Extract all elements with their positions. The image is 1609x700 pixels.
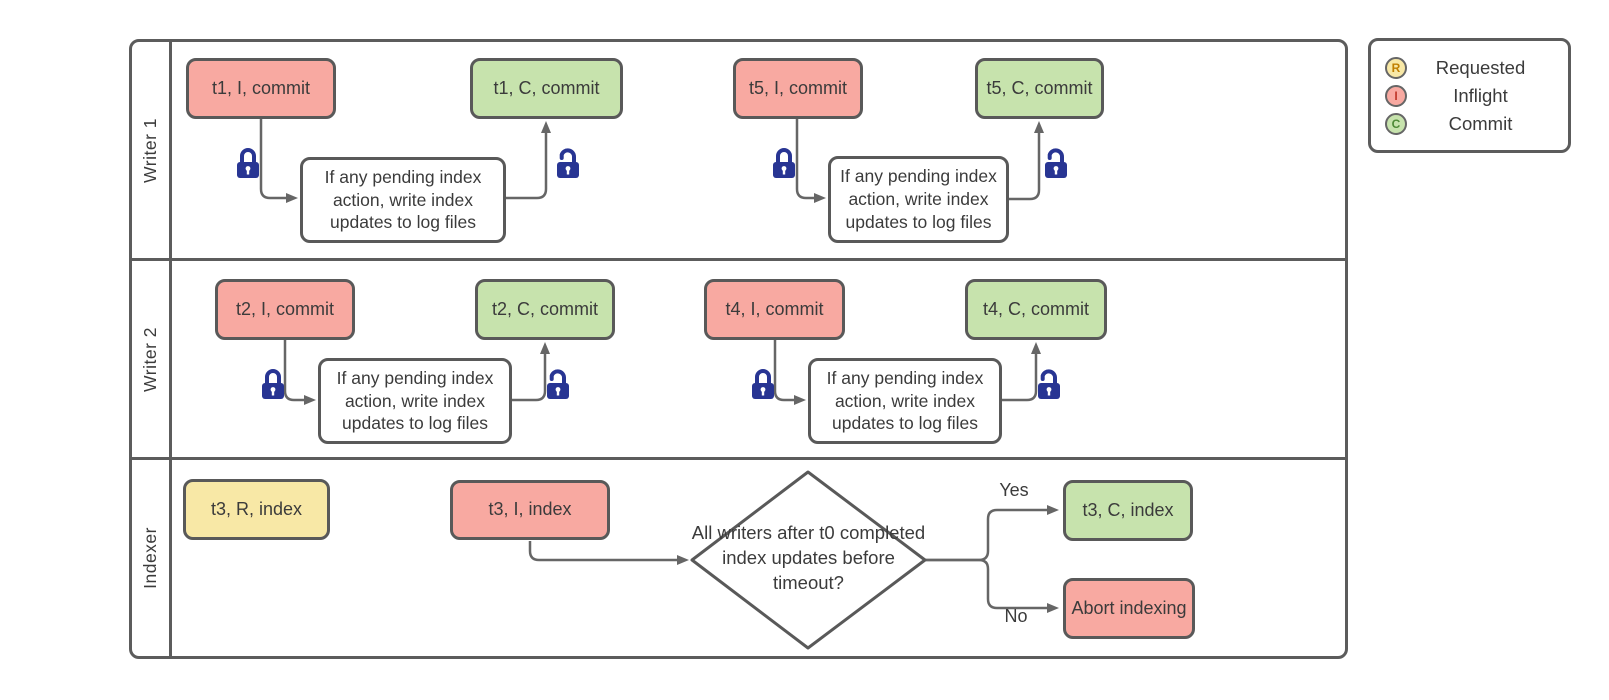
task-t4-inflight: t4, I, commit: [704, 279, 845, 340]
lock-closed-icon: [237, 148, 259, 178]
lane-label-column-divider: [169, 42, 172, 656]
task-t5-commit: t5, C, commit: [975, 58, 1104, 119]
arrow-t2-inflight-to-note: [283, 340, 316, 405]
lock-closed-icon: [752, 369, 774, 399]
legend-commit-label: Commit: [1448, 112, 1513, 134]
decision-diamond: [690, 470, 927, 650]
lane-divider-1: [132, 258, 1345, 261]
lane-writer1-label-cell: Writer 1: [132, 42, 169, 258]
lane-indexer-label: Indexer: [140, 527, 160, 589]
arrow-t3-inflight-to-decision: [528, 541, 689, 565]
task-t2-commit: t2, C, commit: [475, 279, 615, 340]
task-t4-commit: t4, C, commit: [965, 279, 1107, 340]
lock-open-icon: [547, 369, 569, 399]
task-t1-commit: t1, C, commit: [470, 58, 623, 119]
swimlane-pool: Writer 1 Writer 2 Indexer: [129, 39, 1348, 659]
decision-text: All writers after t0 completed index upd…: [691, 522, 926, 593]
note-t2-write-index-updates: If any pending index action, write index…: [318, 358, 512, 444]
lock-open-icon: [1045, 148, 1067, 178]
lock-closed-icon: [262, 369, 284, 399]
note-t4-write-index-updates: If any pending index action, write index…: [808, 358, 1002, 444]
legend-row-inflight: I Inflight: [1385, 84, 1554, 107]
arrow-t1-note-to-commit: [506, 121, 551, 200]
legend-commit-icon: C: [1385, 112, 1407, 135]
legend: R Requested I Inflight C Commit: [1368, 38, 1571, 153]
task-t2-inflight: t2, I, commit: [215, 279, 355, 340]
lane-writer2-label-cell: Writer 2: [132, 261, 169, 457]
note-t1-write-index-updates: If any pending index action, write index…: [300, 157, 506, 243]
lane-writer2-label: Writer 2: [140, 326, 160, 392]
branch-no-label: No: [1004, 606, 1028, 626]
legend-requested-icon: R: [1385, 56, 1407, 79]
lane-indexer-label-cell: Indexer: [132, 460, 169, 656]
arrow-decision-no: [925, 558, 1059, 613]
arrow-t5-inflight-to-note: [795, 119, 826, 203]
lock-closed-icon: [773, 148, 795, 178]
legend-requested-label: Requested: [1435, 56, 1526, 78]
task-abort-indexing: Abort indexing: [1063, 578, 1195, 639]
branch-yes-label: Yes: [999, 480, 1029, 500]
lane-divider-2: [132, 457, 1345, 460]
arrow-t2-note-to-commit: [512, 342, 550, 402]
lane-writer1-label: Writer 1: [140, 117, 160, 183]
lock-open-icon: [557, 148, 579, 178]
legend-row-requested: R Requested: [1385, 56, 1554, 79]
legend-row-commit: C Commit: [1385, 112, 1554, 135]
lock-open-icon: [1038, 369, 1060, 399]
arrow-t4-inflight-to-note: [773, 340, 806, 405]
task-t3-commit: t3, C, index: [1063, 480, 1193, 541]
arrow-t4-note-to-commit: [1002, 342, 1041, 402]
arrow-t1-inflight-to-note: [259, 119, 298, 203]
arrow-t5-note-to-commit: [1009, 121, 1044, 201]
task-t1-inflight: t1, I, commit: [186, 58, 336, 119]
legend-inflight-icon: I: [1385, 84, 1407, 107]
task-t3-requested: t3, R, index: [183, 479, 330, 540]
legend-inflight-label: Inflight: [1453, 84, 1508, 106]
task-t3-inflight: t3, I, index: [450, 480, 610, 540]
note-t5-write-index-updates: If any pending index action, write index…: [828, 156, 1009, 243]
task-t5-inflight: t5, I, commit: [733, 58, 863, 119]
